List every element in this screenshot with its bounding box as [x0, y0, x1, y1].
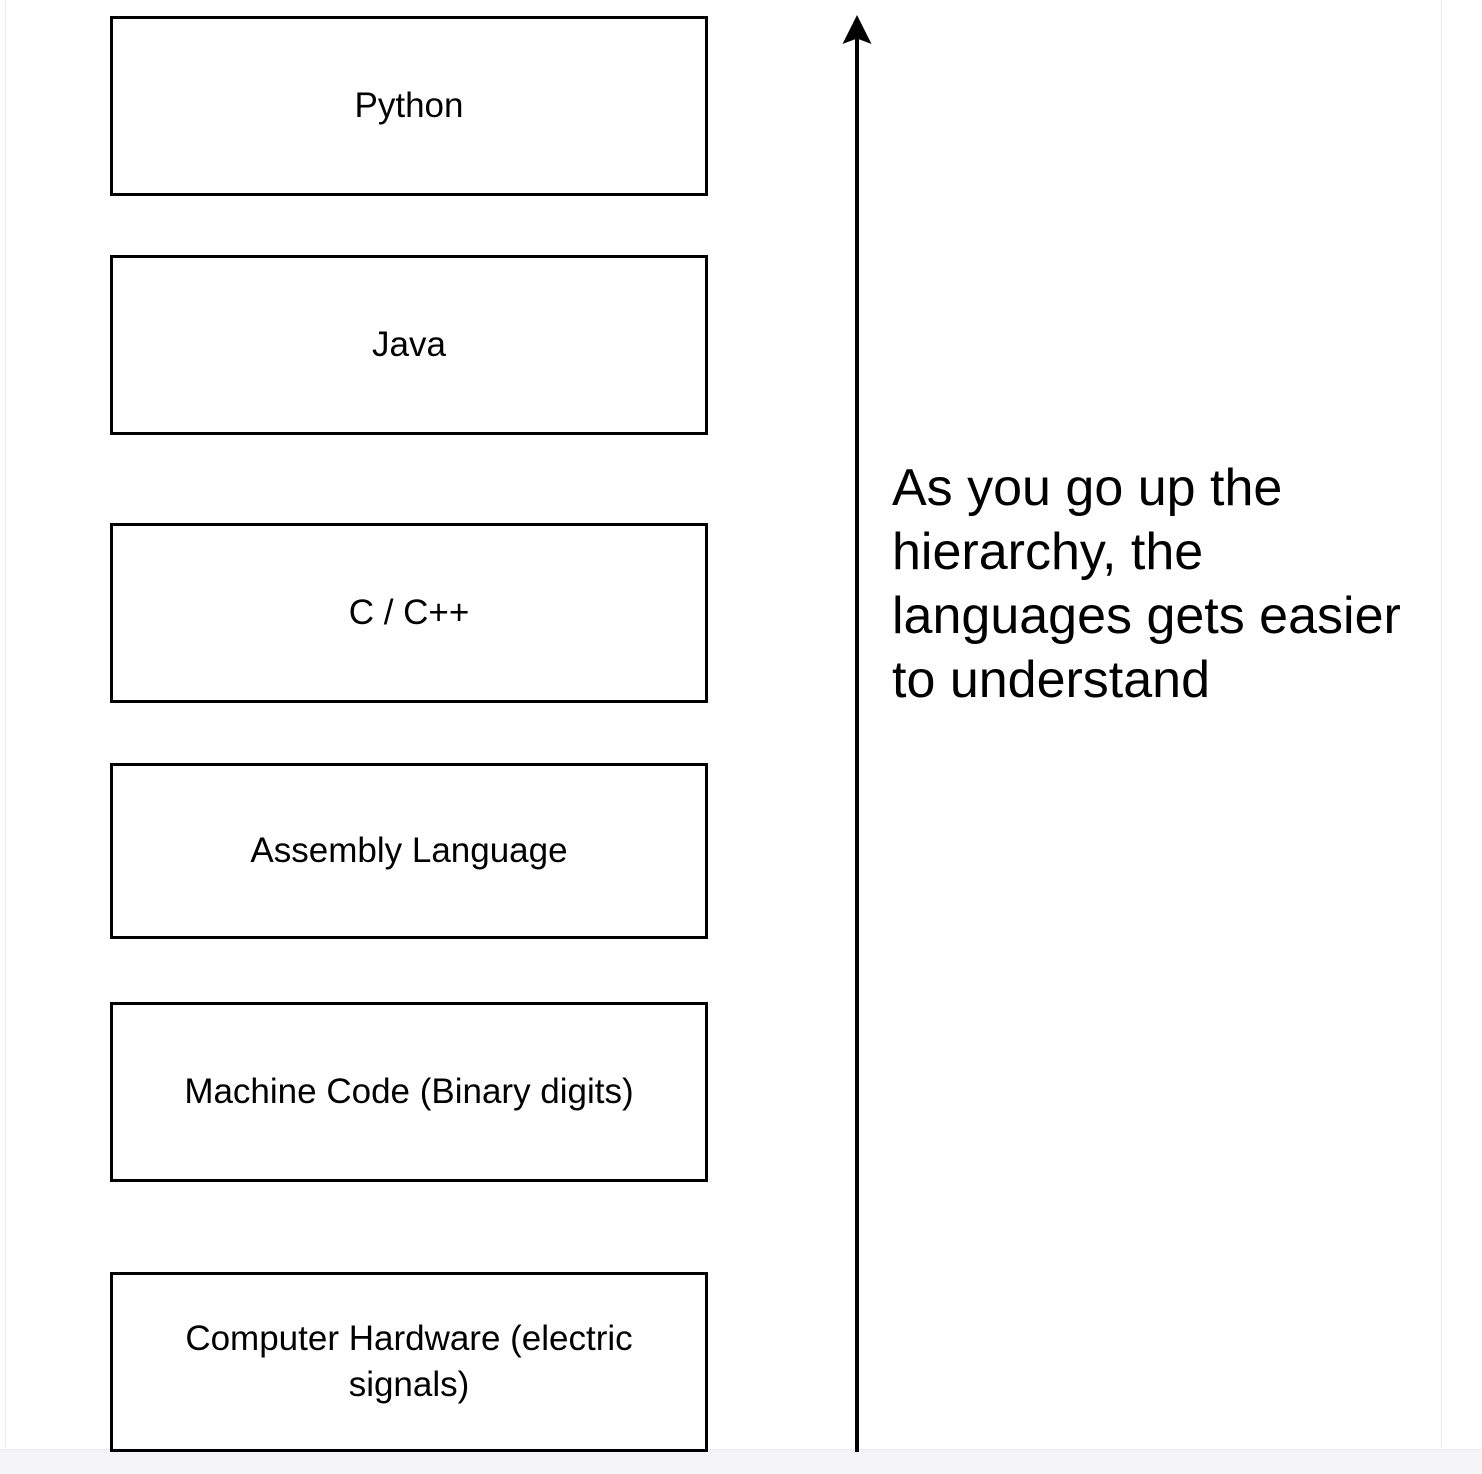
box-label-assembly: Assembly Language	[250, 831, 568, 870]
bottom-strip	[0, 1449, 1482, 1474]
box-label-java: Java	[372, 325, 446, 364]
up-arrow-shaft	[855, 38, 859, 1452]
hierarchy-box-assembly: Assembly Language	[110, 763, 708, 939]
hierarchy-box-computer-hardware: Computer Hardware (electric signals)	[110, 1272, 708, 1452]
up-arrow-head	[842, 15, 872, 44]
box-label-python: Python	[354, 86, 464, 125]
hierarchy-box-c-cpp: C / C++	[110, 523, 708, 703]
annotation-text: As you go up the hierarchy, the language…	[892, 459, 1401, 709]
canvas-left-edge	[5, 0, 6, 1448]
box-label-machine-code: Machine Code (Binary digits)	[184, 1072, 634, 1111]
hierarchy-box-machine-code: Machine Code (Binary digits)	[110, 1002, 708, 1182]
hierarchy-box-python: Python	[110, 16, 708, 196]
hierarchy-box-java: Java	[110, 255, 708, 435]
box-label-c-cpp: C / C++	[348, 593, 470, 632]
canvas-right-edge	[1441, 0, 1442, 1448]
box-label-computer-hardware: Computer Hardware (electric signals)	[185, 1319, 633, 1404]
